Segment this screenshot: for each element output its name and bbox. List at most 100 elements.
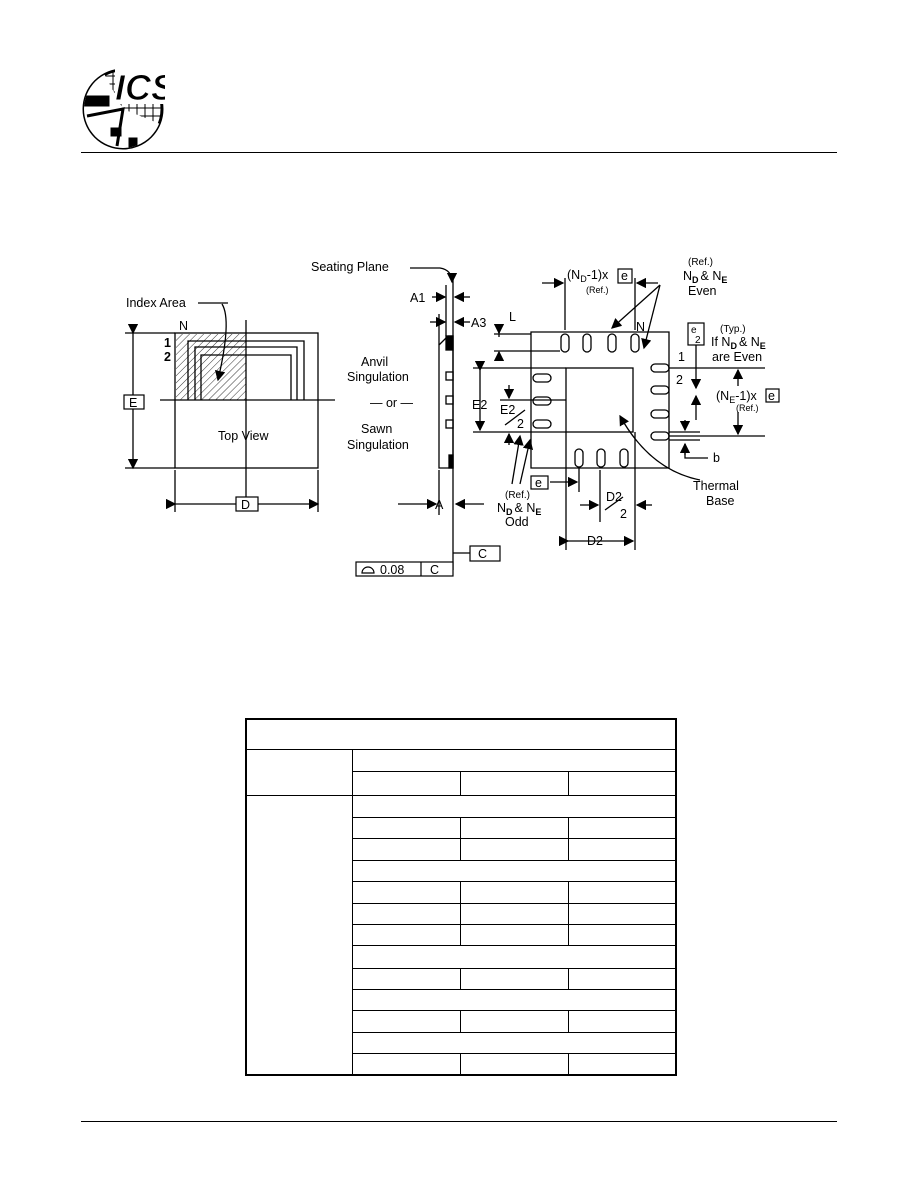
thermal-pad (565, 367, 634, 433)
table-cell (567, 967, 677, 990)
pad-bottom-2 (596, 448, 606, 468)
are-even-label: are Even (712, 350, 762, 364)
top-view-label: Top View (218, 429, 269, 443)
a1-label: A1 (410, 291, 425, 305)
table-cell (351, 838, 461, 861)
table-title-row (245, 718, 677, 750)
base-label: Base (706, 494, 735, 508)
pad-top-2 (582, 333, 592, 353)
table-cell (459, 880, 569, 904)
tolerance-value: 0.08 (380, 563, 404, 577)
table-cell (567, 838, 677, 861)
d2-label: D2 (587, 534, 603, 548)
bottom-e-label: e (535, 476, 542, 490)
table-row (246, 967, 677, 990)
sawn-label: Sawn (361, 422, 392, 436)
table-cell (351, 1053, 461, 1076)
odd-ref-label: (Ref.) (505, 490, 530, 501)
table-row (245, 748, 677, 797)
table-cell (351, 748, 677, 772)
singulation-label-2: Singulation (347, 438, 409, 452)
table-cell (351, 817, 461, 840)
bottom-view-pin-2: 2 (676, 373, 683, 387)
seating-plane-label: Seating Plane (311, 260, 389, 274)
table-cell (459, 1053, 569, 1076)
table-cell (351, 859, 677, 882)
table-row (246, 902, 677, 926)
table-cell (351, 988, 677, 1011)
table-row (246, 859, 677, 882)
table-cell (459, 838, 569, 861)
table-row (246, 880, 677, 904)
top-view-pin-2: 2 (164, 350, 171, 364)
thermal-label: Thermal (693, 479, 739, 493)
table-cell (459, 770, 569, 797)
pad-left-3 (532, 419, 552, 429)
table-cell (459, 967, 569, 990)
pad-top-1 (560, 333, 570, 353)
table-cell (459, 817, 569, 840)
footer-rule (81, 1121, 837, 1122)
pad-bottom-3 (619, 448, 629, 468)
d2-half-den: 2 (620, 507, 627, 521)
flatness-frame (355, 561, 454, 577)
even-label: Even (688, 284, 717, 298)
ne-e-label: e (768, 389, 775, 403)
bottom-e-box (530, 475, 549, 490)
or-label: — or — (370, 396, 414, 410)
d2-half-num: D2 (606, 490, 622, 504)
nd-pitch-label: (ND-1)x (567, 268, 609, 284)
top-view-pin-n: N (179, 319, 188, 333)
dim-a-label: A (435, 498, 444, 512)
pad-right-3 (650, 409, 670, 419)
header-rule (81, 152, 837, 153)
nd-ref-label: (Ref.) (586, 285, 609, 295)
table-cell (245, 718, 677, 750)
e2-half-den: 2 (517, 417, 524, 431)
odd-label: Odd (505, 515, 529, 529)
dim-e-label: E (129, 396, 137, 410)
ics-logo: ICS (82, 66, 165, 150)
table-cell (351, 880, 461, 904)
table-cell (459, 924, 569, 947)
logo-text: ICS (115, 67, 165, 108)
pad-top-3 (607, 333, 617, 353)
table-row (246, 988, 677, 1011)
e-half-box (687, 322, 705, 346)
dimension-table (245, 718, 677, 1076)
ne-pitch-label: (NE-1)x (716, 389, 757, 405)
table-cell (351, 770, 461, 797)
table-cell (567, 902, 677, 926)
dim-d-box (235, 496, 259, 512)
index-area-label: Index Area (126, 296, 186, 310)
bottom-view (473, 277, 765, 550)
typ-label: (Typ.) (720, 324, 746, 335)
table-cell (351, 967, 461, 990)
if-nd-ne-label: If ND& NE (711, 335, 766, 351)
table-cell (245, 795, 353, 1076)
datum-c-box (469, 545, 501, 562)
table-cell (351, 902, 461, 926)
l-label: L (509, 310, 516, 324)
pad-right-4 (650, 431, 670, 441)
even-nd-ne-label: ND& NE (683, 269, 727, 285)
bottom-view-pin-1: 1 (678, 350, 685, 364)
pad-bottom-1 (574, 448, 584, 468)
datum-c-label: C (478, 547, 487, 561)
table-cell (567, 924, 677, 947)
odd-nd-ne-label: ND& NE (497, 501, 541, 517)
nd-e-box (617, 268, 633, 284)
e2-half-num: E2 (500, 403, 515, 417)
index-area-hatch (176, 334, 246, 400)
table-cell (567, 1009, 677, 1034)
pad-left-1 (532, 373, 552, 383)
table-cell (459, 902, 569, 926)
table-cell (245, 748, 353, 797)
e2-label: E2 (472, 398, 487, 412)
b-label: b (713, 451, 720, 465)
pad-right-2 (650, 385, 670, 395)
top-view-pin-1: 1 (164, 336, 171, 350)
table-row (246, 1053, 677, 1076)
table-cell (351, 945, 677, 969)
pad-left-2 (532, 396, 552, 406)
